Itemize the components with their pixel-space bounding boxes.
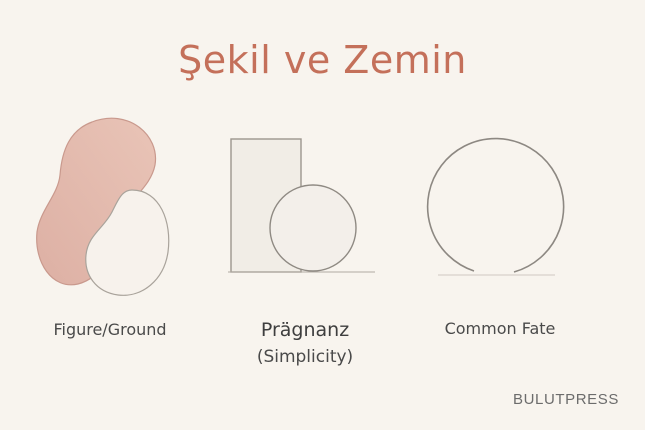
ground-blob	[85, 189, 170, 296]
common-fate-icon	[426, 137, 565, 276]
circle-shape	[269, 184, 357, 272]
figure-ground-icon	[36, 117, 170, 296]
brand-watermark: BULUTPRESS	[512, 391, 619, 408]
pragnanz-label: Prägnanz	[260, 319, 350, 341]
figure-ground-label: Figure/Ground	[53, 320, 167, 339]
pragnanz-icon	[228, 138, 375, 273]
open-circle-shape	[426, 137, 565, 273]
pragnanz-sublabel: (Simplicity)	[256, 347, 354, 367]
figure-blob	[36, 117, 157, 286]
common-fate-label: Common Fate	[444, 319, 556, 338]
page-title: Şekil ve Zemin	[178, 38, 467, 82]
